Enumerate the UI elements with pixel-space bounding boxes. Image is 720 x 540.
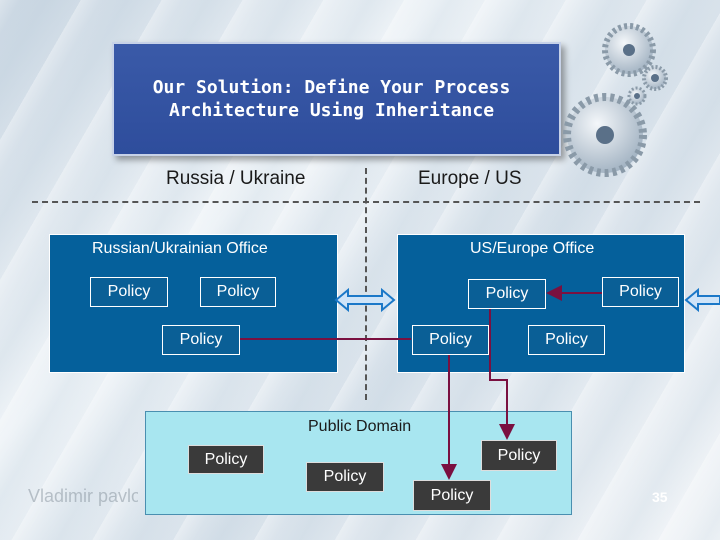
policy-pub-1: Policy xyxy=(188,445,264,474)
public-domain-label: Public Domain xyxy=(308,418,412,435)
policy-ru-1: Policy xyxy=(90,277,168,307)
page-number: 35 xyxy=(652,489,668,505)
logo-text: Vladimir pavlov xyxy=(28,486,138,506)
connector-us1-to-pub2 xyxy=(489,307,515,440)
region-label-right: Europe / US xyxy=(418,168,522,189)
slide-title: Our Solution: Define Your Process Archit… xyxy=(152,77,511,121)
policy-pub-4: Policy xyxy=(413,480,491,511)
title-banner: Our Solution: Define Your Process Archit… xyxy=(112,42,561,156)
gears-icon xyxy=(563,23,668,177)
russia-office-label: Russian/Ukrainian Office xyxy=(92,240,268,257)
us-office-label: US/Europe Office xyxy=(470,240,595,257)
policy-ru-3: Policy xyxy=(162,325,240,355)
region-label-left: Russia / Ukraine xyxy=(166,168,306,189)
vertical-divider xyxy=(365,168,367,400)
policy-pub-2: Policy xyxy=(481,440,557,471)
policy-pub-3: Policy xyxy=(306,462,384,492)
incoming-arrow-icon xyxy=(684,287,720,313)
policy-us-2: Policy xyxy=(412,325,489,355)
policy-us-3: Policy xyxy=(528,325,605,355)
policy-us-4: Policy xyxy=(602,277,679,307)
double-arrow-icon xyxy=(334,287,396,313)
policy-us-1: Policy xyxy=(468,279,546,309)
company-logo: Vladimir pavlov xyxy=(28,486,138,506)
policy-ru-2: Policy xyxy=(200,277,276,307)
